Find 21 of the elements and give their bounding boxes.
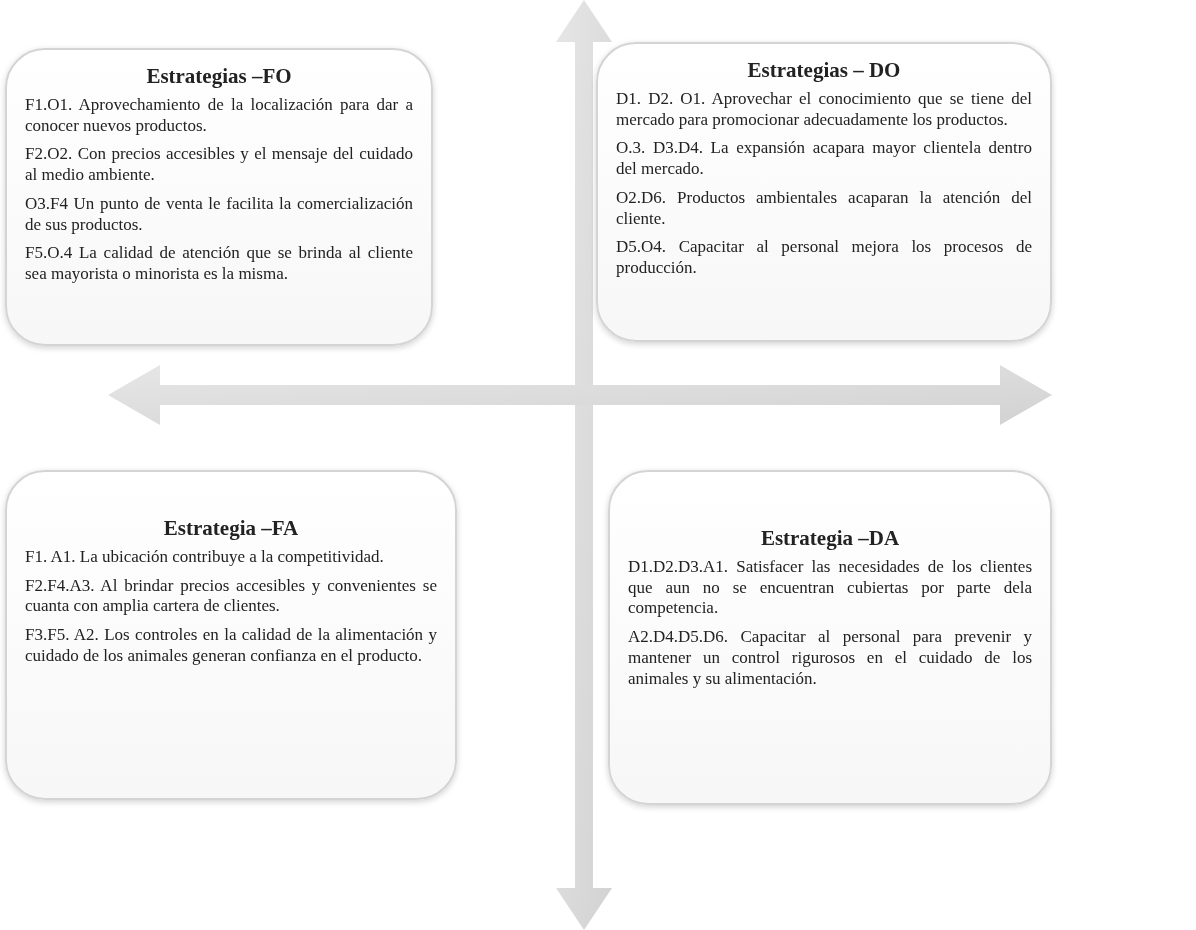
- strategy-text: F3.F5. A2. Los controles en la calidad de la alimentación y cuidado de los animales generan confianza en el producto.: [25, 625, 437, 667]
- strategy-text: F5.O.4 La calidad de atención que se brinda al cliente sea mayorista o minorista es la misma.: [25, 243, 413, 285]
- card-heading: Estrategias – DO: [746, 58, 902, 83]
- card-heading: Estrategia –FA: [162, 516, 300, 541]
- strategy-card: [596, 42, 1052, 342]
- strategy-text: A2.D4.D5.D6. Capacitar al personal para prevenir y mantener un control rigurosos en el cuidado de los animales y su alimentación.: [628, 627, 1032, 690]
- strategy-text: F1. A1. La ubicación contribuye a la competitividad.: [25, 547, 385, 568]
- strategy-text: O.3. D3.D4. La expansión acapara mayor clientela dentro del mercado.: [616, 138, 1032, 180]
- strategy-text: D1.D2.D3.A1. Satisfacer las necesidades de los clientes que aun no se encuentran cubiertas por parte dela competencia.: [628, 557, 1032, 620]
- strategy-text: O3.F4 Un punto de venta le facilita la comercialización de sus productos.: [25, 193, 413, 236]
- strategy-text: F2.F4.A3. Al brindar precios accesibles y convenientes se cuanta con amplia cartera de clientes.: [25, 575, 437, 618]
- strategy-card: [608, 470, 1052, 805]
- strategy-text: D5.O4. Capacitar al personal mejora los procesos de producción.: [616, 237, 1032, 279]
- strategy-text: F1.O1. Aprovechamiento de la localización para dar a conocer nuevos productos.: [25, 95, 413, 137]
- strategy-card: [5, 48, 433, 346]
- strategy-card: [5, 470, 457, 800]
- strategy-text: D1. D2. O1. Aprovechar el conocimiento que se tiene del mercado para promocionar adecuadamente los productos.: [616, 89, 1032, 131]
- card-heading: Estrategia –DA: [759, 526, 901, 551]
- strategy-text: O2.D6. Productos ambientales acaparan la atención del cliente.: [616, 187, 1032, 230]
- strategy-text: F2.O2. Con precios accesibles y el mensaje del cuidado al medio ambiente.: [25, 144, 413, 186]
- card-heading: Estrategias –FO: [145, 64, 293, 89]
